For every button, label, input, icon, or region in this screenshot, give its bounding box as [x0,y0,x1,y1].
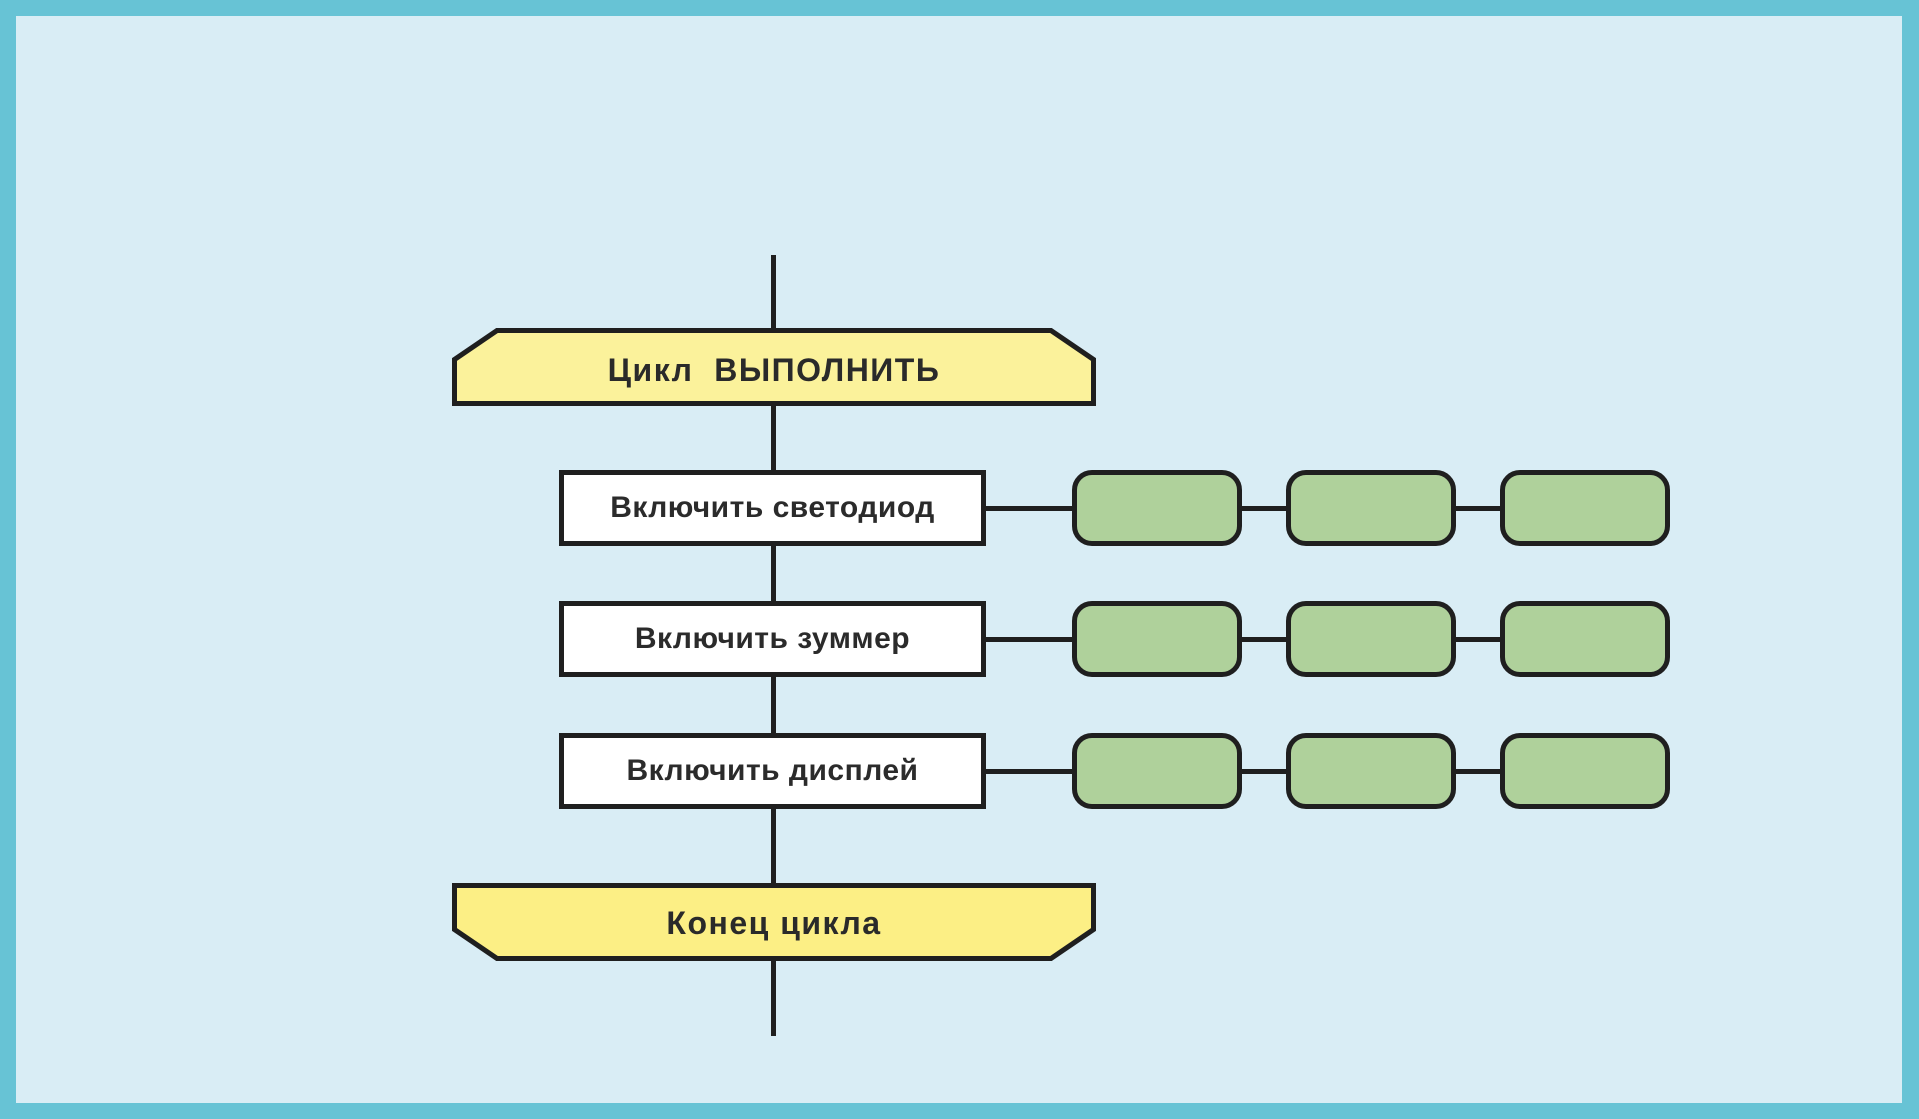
step-box-display: Включить дисплей [559,733,986,809]
empty-slot [1072,601,1242,677]
loop-start-shape [452,328,1096,406]
step-label-buzzer: Включить зуммер [634,622,911,655]
step-box-led: Включить светодиод [559,470,986,546]
connector-line-row1 [982,506,1512,511]
loop-end-banner: Конец цикла [452,883,1096,961]
connector-line-row2 [982,637,1512,642]
loop-end-label: Конец цикла [666,905,881,941]
empty-slot [1072,470,1242,546]
empty-slot [1286,601,1456,677]
step-label-display: Включить дисплей [626,754,919,787]
step-box-buzzer: Включить зуммер [559,601,986,677]
empty-slot [1500,733,1670,809]
loop-start-label: Цикл ВЫПОЛНИТЬ [608,352,941,388]
loop-start-banner: Цикл ВЫПОЛНИТЬ [452,328,1096,406]
empty-slot [1500,601,1670,677]
empty-slot [1500,470,1670,546]
diagram-canvas: Цикл ВЫПОЛНИТЬ Включить светодиод Включи… [16,16,1902,1103]
empty-slot [1072,733,1242,809]
empty-slot [1286,470,1456,546]
step-label-led: Включить светодиод [610,491,935,524]
loop-end-shape [452,883,1096,961]
connector-line-row3 [982,769,1512,774]
empty-slot [1286,733,1456,809]
